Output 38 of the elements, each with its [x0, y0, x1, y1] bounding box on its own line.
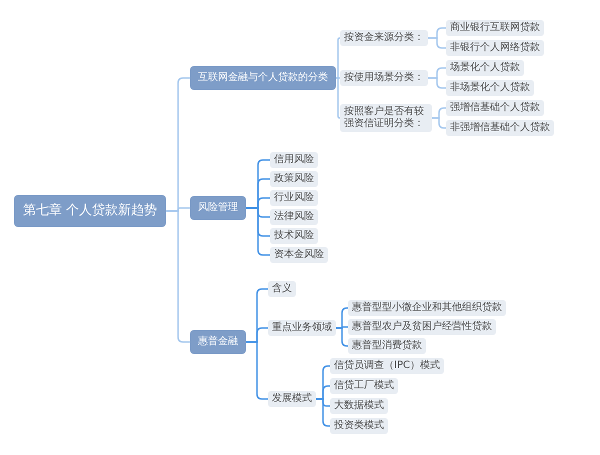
subtopic-label: 惠普型消费贷款: [348, 338, 426, 354]
connector-line: [336, 37, 341, 79]
subtopic-label: 非强增信基础个人贷款: [446, 120, 554, 136]
subtopic-label: 行业风险: [270, 190, 318, 206]
subtopic-label: 场景化个人贷款: [446, 60, 524, 76]
central-topic: 第七章 个人贷款新趋势: [14, 195, 166, 227]
subtopic-label: 惠普型型小微企业和其他组织贷款: [348, 300, 506, 316]
main-topic: 惠普金融: [190, 330, 246, 354]
subtopic-label: 投资类模式: [330, 418, 388, 434]
connector-line: [428, 37, 446, 49]
subtopic-label: 信用风险: [270, 152, 318, 168]
subtopic-label: 资本金风险: [270, 247, 328, 263]
connector-line: [432, 117, 446, 129]
subtopic-label: 技术风险: [270, 228, 318, 244]
main-topic: 互联网金融与个人贷款的分类: [190, 66, 336, 90]
subtopic-label: 信贷工厂模式: [330, 378, 398, 394]
main-topic: 风险管理: [190, 196, 246, 220]
connector-line: [336, 327, 348, 347]
subtopic-label: 非场景化个人贷款: [446, 80, 534, 96]
subtopic-label: 按照客户是否有较强资信证明分类：: [340, 104, 432, 132]
subtopic-label: 大数据模式: [330, 398, 388, 414]
subtopic-label: 按资金来源分类：: [340, 30, 428, 46]
subtopic-label: 按使用场景分类：: [340, 70, 428, 86]
subtopic-label: 惠普型农户及贫困户经营性贷款: [348, 319, 496, 335]
subtopic-label: 信贷员调查（IPC）模式: [330, 358, 444, 374]
subtopic-label: 商业银行互联网贷款: [446, 20, 544, 36]
subtopic-label: 强增信基础个人贷款: [446, 100, 544, 116]
connector-line: [428, 77, 446, 89]
connector-line: [246, 341, 268, 400]
subtopic-label: 含义: [268, 281, 296, 297]
subtopic-label: 非银行个人网络贷款: [446, 40, 544, 56]
connector-line: [246, 207, 270, 256]
subtopic-label: 法律风险: [270, 209, 318, 225]
connector-line: [336, 77, 341, 119]
subtopic-label: 政策风险: [270, 171, 318, 187]
subtopic-label: 发展模式: [268, 391, 316, 407]
connector-line: [316, 398, 330, 427]
subtopic-label: 重点业务领域: [268, 320, 336, 336]
